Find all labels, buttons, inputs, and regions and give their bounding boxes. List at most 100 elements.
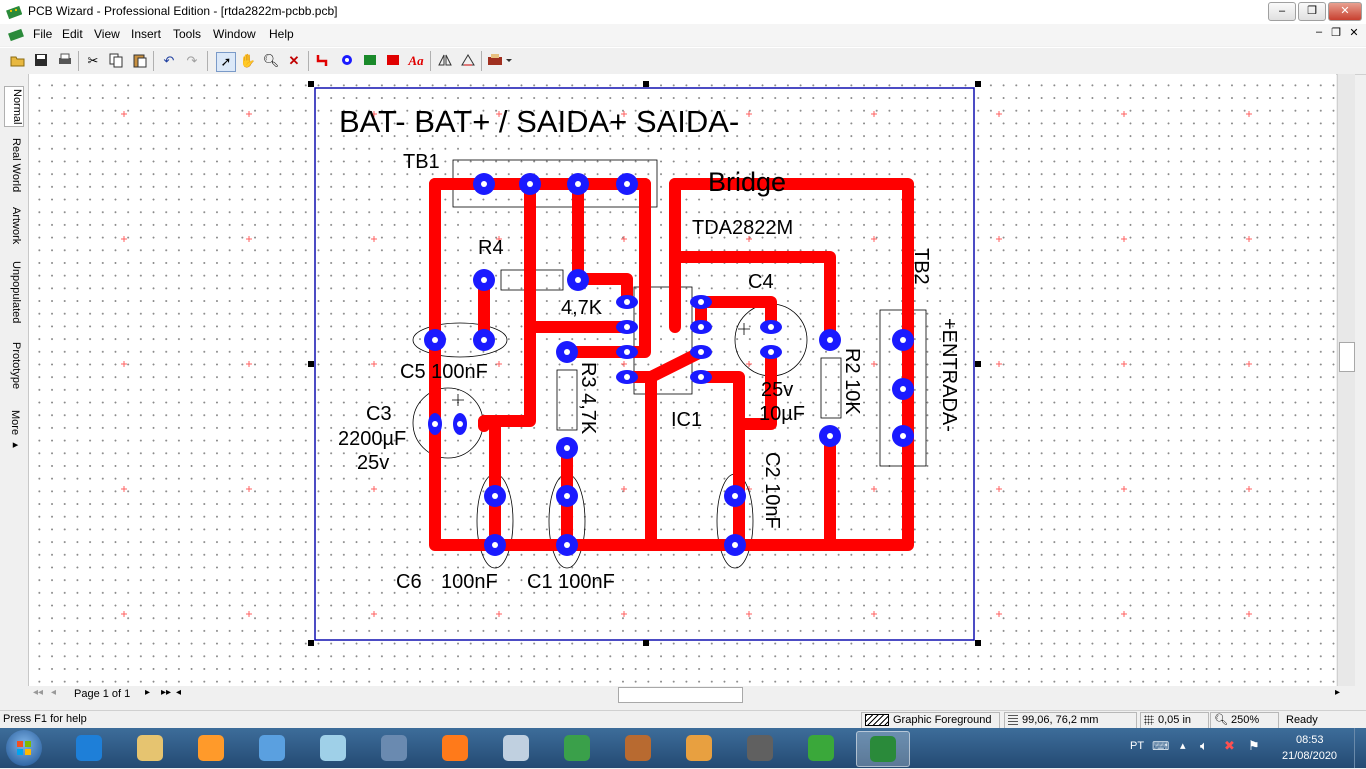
menu-insert[interactable]: Insert (131, 27, 162, 41)
scroll-left-icon[interactable]: ◂ (176, 687, 182, 698)
start-button[interactable] (6, 730, 42, 766)
tab-unpopulated[interactable]: Unpopulated (10, 261, 22, 324)
keyboard-icon[interactable]: ⌨ (1152, 739, 1170, 753)
taskbar-utorrent[interactable] (795, 731, 847, 765)
pan-icon[interactable]: ✋ (239, 53, 257, 68)
tb2-pad (892, 378, 914, 400)
menu-edit[interactable]: Edit (62, 27, 83, 41)
taskbar-file-explorer[interactable] (124, 731, 176, 765)
c4-voltage-label: 25v (761, 379, 793, 401)
scroll-right-icon[interactable]: ▸ (1335, 687, 1341, 698)
grid-cross (1121, 486, 1127, 492)
taskbar-system[interactable] (490, 731, 542, 765)
menu-bar: File Edit View Insert Tools Window Help … (0, 24, 1366, 46)
tab-normal[interactable]: Normal (4, 86, 24, 128)
doc-minimize-button[interactable]: – (1315, 26, 1323, 38)
doc-close-button[interactable]: ✕ (1349, 27, 1359, 39)
paste-icon[interactable] (131, 52, 149, 70)
pcb-wizard-icon (870, 736, 896, 762)
taskbar-pcb-wizard[interactable] (856, 731, 910, 767)
r2-outline (820, 357, 842, 419)
first-page-icon[interactable]: ◂◂ (33, 687, 44, 698)
flag-icon[interactable]: ⚑ (1248, 738, 1260, 753)
language-indicator[interactable]: PT (1130, 740, 1145, 752)
grid-cross (996, 486, 1002, 492)
layer-indicator[interactable]: Graphic Foreground (861, 712, 1000, 729)
taskbar-tool[interactable] (734, 731, 786, 765)
tab-prototype[interactable]: Prototype (10, 342, 22, 390)
component-icon[interactable] (361, 52, 379, 70)
notepad-icon (320, 735, 346, 761)
show-desktop-button[interactable] (1354, 728, 1366, 768)
c3-pad (453, 413, 467, 435)
menu-view[interactable]: View (94, 27, 120, 41)
cut-icon[interactable]: ✂ (87, 53, 99, 68)
minimize-button[interactable]: – (1268, 2, 1296, 21)
taskbar-chrome[interactable] (551, 731, 603, 765)
taskbar-computer[interactable] (368, 731, 420, 765)
menu-window[interactable]: Window (213, 27, 256, 41)
grid-cross (746, 611, 752, 617)
doc-restore-button[interactable]: ❐ (1331, 27, 1341, 39)
grid-cross (496, 361, 502, 367)
open-icon[interactable] (9, 52, 27, 70)
manufacture-icon[interactable] (487, 52, 513, 70)
tab-artwork[interactable]: Artwork (10, 207, 22, 245)
vertical-scroll-thumb[interactable] (1339, 342, 1355, 372)
grid-display[interactable]: 0,05 in (1140, 712, 1209, 729)
grid-cross (121, 111, 127, 117)
entrada-label: +ENTRADA- (938, 318, 960, 432)
c3-pad (428, 413, 442, 435)
redo-icon[interactable]: ↷ (186, 53, 198, 68)
design-canvas[interactable]: BAT- BAT+ / SAIDA+ SAIDA- TB1 Bridge TDA… (29, 74, 1336, 686)
maximize-button[interactable]: ❐ (1298, 2, 1326, 21)
horizontal-scrollbar[interactable]: ◂◂ ◂ Page 1 of 1 ▸ ▸▸ ◂ ▸ (29, 686, 1354, 704)
taskbar-app[interactable] (612, 731, 664, 765)
pad-icon[interactable] (338, 52, 356, 70)
copper-area-icon[interactable] (384, 52, 402, 70)
vertical-scrollbar[interactable] (1337, 74, 1355, 686)
save-icon[interactable] (32, 52, 50, 70)
menu-file[interactable]: File (33, 27, 53, 41)
title-bar: PCB Wizard - Professional Edition - [rtd… (0, 0, 1366, 25)
help-text: Press F1 for help (3, 713, 87, 725)
close-button[interactable]: ✕ (1328, 2, 1362, 21)
copy-icon[interactable] (107, 52, 125, 70)
zoom-display[interactable]: 🔍︎250% (1210, 712, 1279, 729)
last-page-icon[interactable]: ▸▸ (161, 687, 172, 698)
toolbar-separator (308, 51, 309, 71)
network-error-icon[interactable]: ✖ (1224, 738, 1235, 753)
r3-outline (556, 369, 578, 431)
taskbar-internet-explorer[interactable] (63, 731, 115, 765)
zoom-icon[interactable]: 🔍︎ (262, 53, 280, 68)
tray-arrow-icon[interactable]: ▴ (1180, 740, 1186, 752)
select-icon[interactable]: ➚ (216, 52, 236, 72)
text-icon[interactable]: Aa (408, 53, 424, 68)
prev-page-icon[interactable]: ◂ (51, 687, 57, 698)
print-icon[interactable] (56, 52, 74, 70)
track-icon[interactable] (314, 52, 332, 70)
menu-tools[interactable]: Tools (173, 27, 202, 41)
flip-icon[interactable] (436, 52, 454, 70)
delete-icon[interactable]: ✕ (288, 53, 300, 68)
taskbar-network[interactable] (246, 731, 298, 765)
c6-value-label: 100nF (441, 571, 498, 593)
grid-cross (621, 486, 627, 492)
tab-more[interactable]: More ▸ (9, 410, 21, 452)
c5-pad (424, 329, 446, 351)
horizontal-scroll-thumb[interactable] (618, 687, 743, 703)
taskbar-firefox[interactable] (429, 731, 481, 765)
tab-real-world[interactable]: Real World (10, 138, 22, 193)
menu-help[interactable]: Help (269, 27, 294, 41)
clock-time[interactable]: 08:53 (1296, 734, 1324, 746)
clock-date[interactable]: 21/08/2020 (1282, 750, 1338, 762)
pcb-drawing[interactable]: BAT- BAT+ / SAIDA+ SAIDA- TB1 Bridge TDA… (29, 74, 1336, 686)
grid-cross (246, 611, 252, 617)
volume-icon[interactable]: 🔈︎ (1200, 738, 1208, 753)
taskbar-notepad[interactable] (307, 731, 359, 765)
taskbar-paint[interactable] (673, 731, 725, 765)
rotate-icon[interactable] (459, 52, 477, 70)
taskbar-media-player[interactable] (185, 731, 237, 765)
undo-icon[interactable]: ↶ (163, 53, 175, 68)
next-page-icon[interactable]: ▸ (145, 687, 151, 698)
